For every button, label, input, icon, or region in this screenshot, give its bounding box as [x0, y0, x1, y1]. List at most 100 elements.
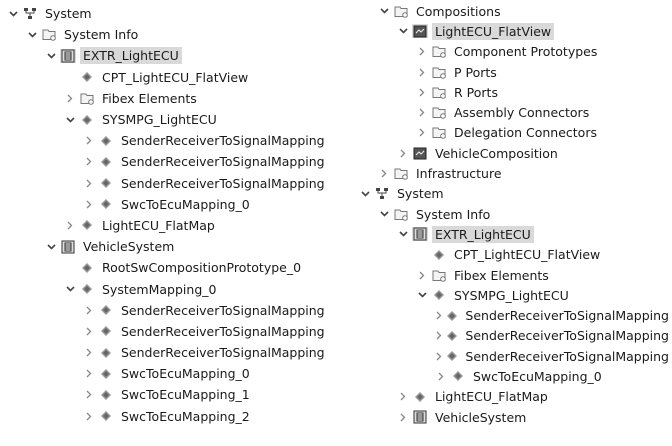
- chevron-right-icon[interactable]: [413, 88, 431, 97]
- chevron-right-icon[interactable]: [61, 94, 79, 103]
- tree-item[interactable]: SenderReceiverToSignalMapping: [4, 342, 340, 363]
- tree-item-label: SenderReceiverToSignalMapping: [121, 302, 325, 318]
- chevron-right-icon[interactable]: [413, 68, 431, 77]
- chevron-down-icon[interactable]: [375, 211, 393, 217]
- chevron-right-icon[interactable]: [80, 327, 98, 336]
- chevron-down-icon[interactable]: [356, 191, 374, 197]
- tree-item[interactable]: SenderReceiverToSignalMapping: [4, 151, 340, 172]
- tree-item[interactable]: SwcToEcuMapping_0: [4, 194, 340, 215]
- chevron-down-icon[interactable]: [23, 32, 41, 38]
- element-icon: [98, 303, 114, 317]
- chevron-right-icon[interactable]: [413, 128, 431, 137]
- chevron-down-icon[interactable]: [42, 53, 60, 59]
- chevron-down-icon[interactable]: [394, 231, 412, 238]
- chevron-right-icon[interactable]: [413, 271, 431, 280]
- tree-item[interactable]: Delegation Connectors: [356, 123, 672, 143]
- chevron-down-icon[interactable]: [394, 28, 412, 35]
- chevron-right-icon[interactable]: [432, 372, 450, 381]
- tree-item[interactable]: SenderReceiverToSignalMapping: [4, 321, 340, 342]
- chevron-down-icon[interactable]: [413, 292, 431, 298]
- chevron-right-icon[interactable]: [61, 221, 79, 230]
- chevron-right-icon[interactable]: [80, 136, 98, 145]
- tree-item[interactable]: SenderReceiverToSignalMapping: [4, 130, 340, 151]
- tree-item[interactable]: VehicleSystem: [356, 407, 672, 427]
- tree-item[interactable]: SenderReceiverToSignalMapping: [356, 305, 672, 325]
- folder-icon: [393, 207, 409, 221]
- tree-item[interactable]: System Info: [4, 24, 340, 45]
- tree-item-label: System Info: [64, 27, 139, 43]
- tree-item-label: RootSwCompositionPrototype_0: [102, 260, 302, 276]
- tree-item-label: VehicleComposition: [435, 145, 558, 161]
- tree-item[interactable]: SwcToEcuMapping_2: [4, 406, 340, 427]
- chevron-right-icon[interactable]: [394, 149, 412, 158]
- tree-item-label: System Info: [416, 206, 491, 222]
- chevron-right-icon[interactable]: [432, 352, 446, 361]
- chevron-right-icon[interactable]: [432, 311, 446, 320]
- tree-item[interactable]: Infrastructure: [356, 163, 672, 183]
- chevron-right-icon[interactable]: [80, 412, 98, 421]
- tree-item[interactable]: SwcToEcuMapping_0: [356, 366, 672, 386]
- tree-item[interactable]: EXTR_LightECU: [356, 224, 672, 244]
- chevron-down-icon[interactable]: [61, 116, 79, 123]
- tree-item[interactable]: R Ports: [356, 82, 672, 102]
- tree-item[interactable]: LightECU_FlatView: [356, 21, 672, 41]
- tree-item[interactable]: SenderReceiverToSignalMapping: [4, 173, 340, 194]
- chevron-right-icon[interactable]: [80, 348, 98, 357]
- tree-item-label: Component Prototypes: [454, 44, 598, 60]
- tree-item-label: LightECU_FlatMap: [102, 217, 215, 233]
- chevron-down-icon[interactable]: [375, 8, 393, 14]
- element-icon: [79, 70, 95, 84]
- tree-item-label: Infrastructure: [416, 166, 502, 182]
- tree-item[interactable]: Assembly Connectors: [356, 102, 672, 122]
- tree-item[interactable]: P Ports: [356, 62, 672, 82]
- chevron-right-icon[interactable]: [80, 306, 98, 315]
- element-icon: [446, 309, 458, 323]
- chevron-down-icon[interactable]: [42, 244, 60, 250]
- tree-item[interactable]: Fibex Elements: [4, 88, 340, 109]
- chevron-right-icon[interactable]: [375, 169, 393, 178]
- tree-item[interactable]: SYSMPG_LightECU: [356, 285, 672, 305]
- tree-item[interactable]: SYSMPG_LightECU: [4, 109, 340, 130]
- tree-item[interactable]: VehicleComposition: [356, 143, 672, 163]
- element-icon: [98, 155, 114, 169]
- chevron-right-icon[interactable]: [80, 200, 98, 209]
- tree-item[interactable]: VehicleSystem: [4, 236, 340, 257]
- chevron-right-icon[interactable]: [432, 331, 446, 340]
- element-icon: [446, 329, 458, 343]
- tree-item[interactable]: Component Prototypes: [356, 42, 672, 62]
- chevron-right-icon[interactable]: [80, 157, 98, 166]
- element-icon: [79, 113, 95, 127]
- tree-item-label: CPT_LightECU_FlatView: [102, 69, 249, 85]
- tree-item[interactable]: LightECU_FlatMap: [356, 387, 672, 407]
- tree-item[interactable]: RootSwCompositionPrototype_0: [4, 257, 340, 278]
- chevron-down-icon[interactable]: [61, 286, 79, 292]
- tree-item[interactable]: System: [4, 3, 340, 24]
- chevron-right-icon[interactable]: [394, 413, 412, 422]
- tree-item-label: P Ports: [454, 64, 497, 80]
- tree-item[interactable]: CPT_LightECU_FlatView: [4, 67, 340, 88]
- tree-item[interactable]: SenderReceiverToSignalMapping: [356, 326, 672, 346]
- tree-item-label: Fibex Elements: [454, 267, 549, 283]
- chevron-right-icon[interactable]: [80, 390, 98, 399]
- tree-item[interactable]: Fibex Elements: [356, 265, 672, 285]
- tree-item-label: SenderReceiverToSignalMapping: [465, 308, 669, 324]
- chevron-right-icon[interactable]: [394, 392, 412, 401]
- tree-item[interactable]: System Info: [356, 204, 672, 224]
- tree-item-label: SenderReceiverToSignalMapping: [465, 328, 669, 344]
- tree-item[interactable]: SwcToEcuMapping_1: [4, 384, 340, 405]
- chevron-down-icon[interactable]: [4, 11, 22, 17]
- chevron-right-icon[interactable]: [80, 179, 98, 188]
- chevron-right-icon[interactable]: [413, 108, 431, 117]
- tree-item[interactable]: CPT_LightECU_FlatView: [356, 245, 672, 265]
- element-icon: [79, 218, 95, 232]
- tree-item[interactable]: SwcToEcuMapping_0: [4, 363, 340, 384]
- chevron-right-icon[interactable]: [413, 47, 431, 56]
- tree-item[interactable]: System: [356, 184, 672, 204]
- tree-item[interactable]: SenderReceiverToSignalMapping: [4, 300, 340, 321]
- tree-item[interactable]: SystemMapping_0: [4, 278, 340, 299]
- tree-item[interactable]: SenderReceiverToSignalMapping: [356, 346, 672, 366]
- tree-item[interactable]: EXTR_LightECU: [4, 45, 340, 66]
- tree-item[interactable]: LightECU_FlatMap: [4, 215, 340, 236]
- chevron-right-icon[interactable]: [80, 369, 98, 378]
- tree-item[interactable]: Compositions: [356, 1, 672, 21]
